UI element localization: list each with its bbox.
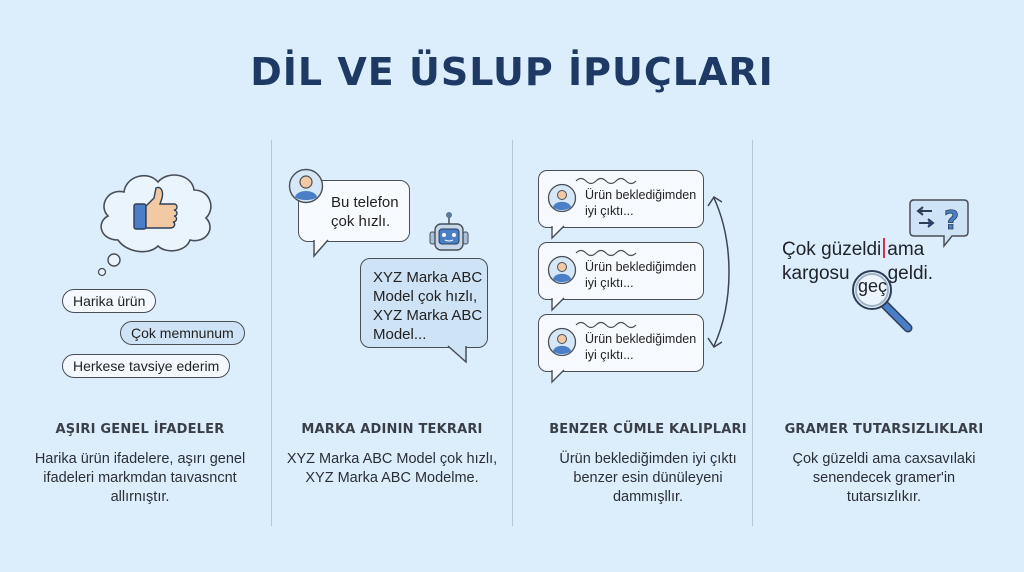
sample-text: geldi. <box>887 263 934 284</box>
message-line: Model çok hızlı, <box>373 288 478 305</box>
tip-heading: GRAMER TUTARSIZLIKLARI <box>784 422 984 437</box>
message-line: XYZ Marka ABC <box>373 307 483 324</box>
tip-description: XYZ Marka ABC Model çok hızlı, XYZ Marka… <box>286 451 498 486</box>
message-line: Ürün beklediğimden <box>585 332 697 346</box>
magnified-word: geç <box>858 276 888 296</box>
tip-heading: AŞIRI GENEL İFADELER <box>55 422 225 437</box>
phrase-pill: Herkese tavsiye ederim <box>62 354 231 378</box>
tip-heading: BENZER CÜMLE KALIPLARI <box>549 422 747 437</box>
column-divider <box>271 140 272 526</box>
user-message-bubble: Bu telefon çok hızlı. <box>298 180 410 242</box>
sample-text: kargosu <box>782 263 850 284</box>
repeated-message-bubble: Ürün beklediğimden iyi çıktı... <box>538 170 704 228</box>
tip-description: Ürün beklediğimden iyi çıktı benzer esin… <box>559 451 737 505</box>
tip-similar-patterns: Ürün beklediğimden iyi çıktı... Ürün bek… <box>528 140 768 530</box>
wavy-line-icon <box>575 321 637 329</box>
repeated-message-bubble: Ürün beklediğimden iyi çıktı... <box>538 314 704 372</box>
phrase-pill: Çok memnunum <box>120 321 245 345</box>
text-cursor-icon <box>883 238 886 258</box>
bot-message-bubble: XYZ Marka ABC Model çok hızlı, XYZ Marka… <box>360 258 488 348</box>
column-divider <box>752 140 753 526</box>
wavy-line-icon <box>575 249 637 257</box>
message-line: Ürün beklediğimden <box>585 188 697 202</box>
swap-question-bubble-icon: ? <box>909 199 969 249</box>
magnifier-icon <box>852 270 913 333</box>
svg-text:?: ? <box>944 206 959 236</box>
thumbs-up-icon <box>133 186 178 230</box>
bubble-tail-icon <box>551 297 565 312</box>
double-arrow-icon <box>707 195 730 349</box>
message-line: iyi çıktı... <box>585 276 634 290</box>
message-line: XYZ Marka ABC <box>373 269 483 286</box>
message-line: Bu telefon <box>331 194 399 211</box>
wavy-line-icon <box>575 177 637 185</box>
user-avatar-icon <box>288 168 324 204</box>
message-line: çok hızlı. <box>331 213 391 230</box>
bubble-tail-icon <box>313 239 329 258</box>
column-divider <box>512 140 513 526</box>
bubble-tail-icon <box>551 369 565 384</box>
message-line: Ürün beklediğimden <box>585 260 697 274</box>
tip-brand-repetition: Bu telefon çok hızlı. XYZ Marka ABC Mode… <box>272 140 512 530</box>
message-line: Model... <box>373 326 427 343</box>
bubble-tail-icon <box>551 225 565 240</box>
message-line: iyi çıktı... <box>585 348 634 362</box>
user-avatar-icon <box>547 327 577 357</box>
tip-description: Harika ürün ifadelere, aşırı genel ifade… <box>34 451 246 505</box>
user-avatar-icon <box>547 183 577 213</box>
repeated-message-bubble: Ürün beklediğimden iyi çıktı... <box>538 242 704 300</box>
tip-heading: MARKA ADININ TEKRARI <box>301 422 483 437</box>
sample-text: Çok güzeldi <box>782 239 882 260</box>
robot-icon <box>429 212 469 251</box>
page-title: DİL VE ÜSLUP İPUÇLARI <box>250 50 774 94</box>
message-line: iyi çıktı... <box>585 204 634 218</box>
user-avatar-icon <box>547 255 577 285</box>
phrase-pill: Harika ürün <box>62 289 157 313</box>
bubble-tail-icon <box>447 345 467 364</box>
tip-description: Çok güzeldi ama caxsavılaki senendecek g… <box>792 451 976 505</box>
sample-text: ama <box>887 239 925 260</box>
tip-overly-generic: Harika ürün Çok memnunum Herkese tavsiye… <box>20 140 260 530</box>
